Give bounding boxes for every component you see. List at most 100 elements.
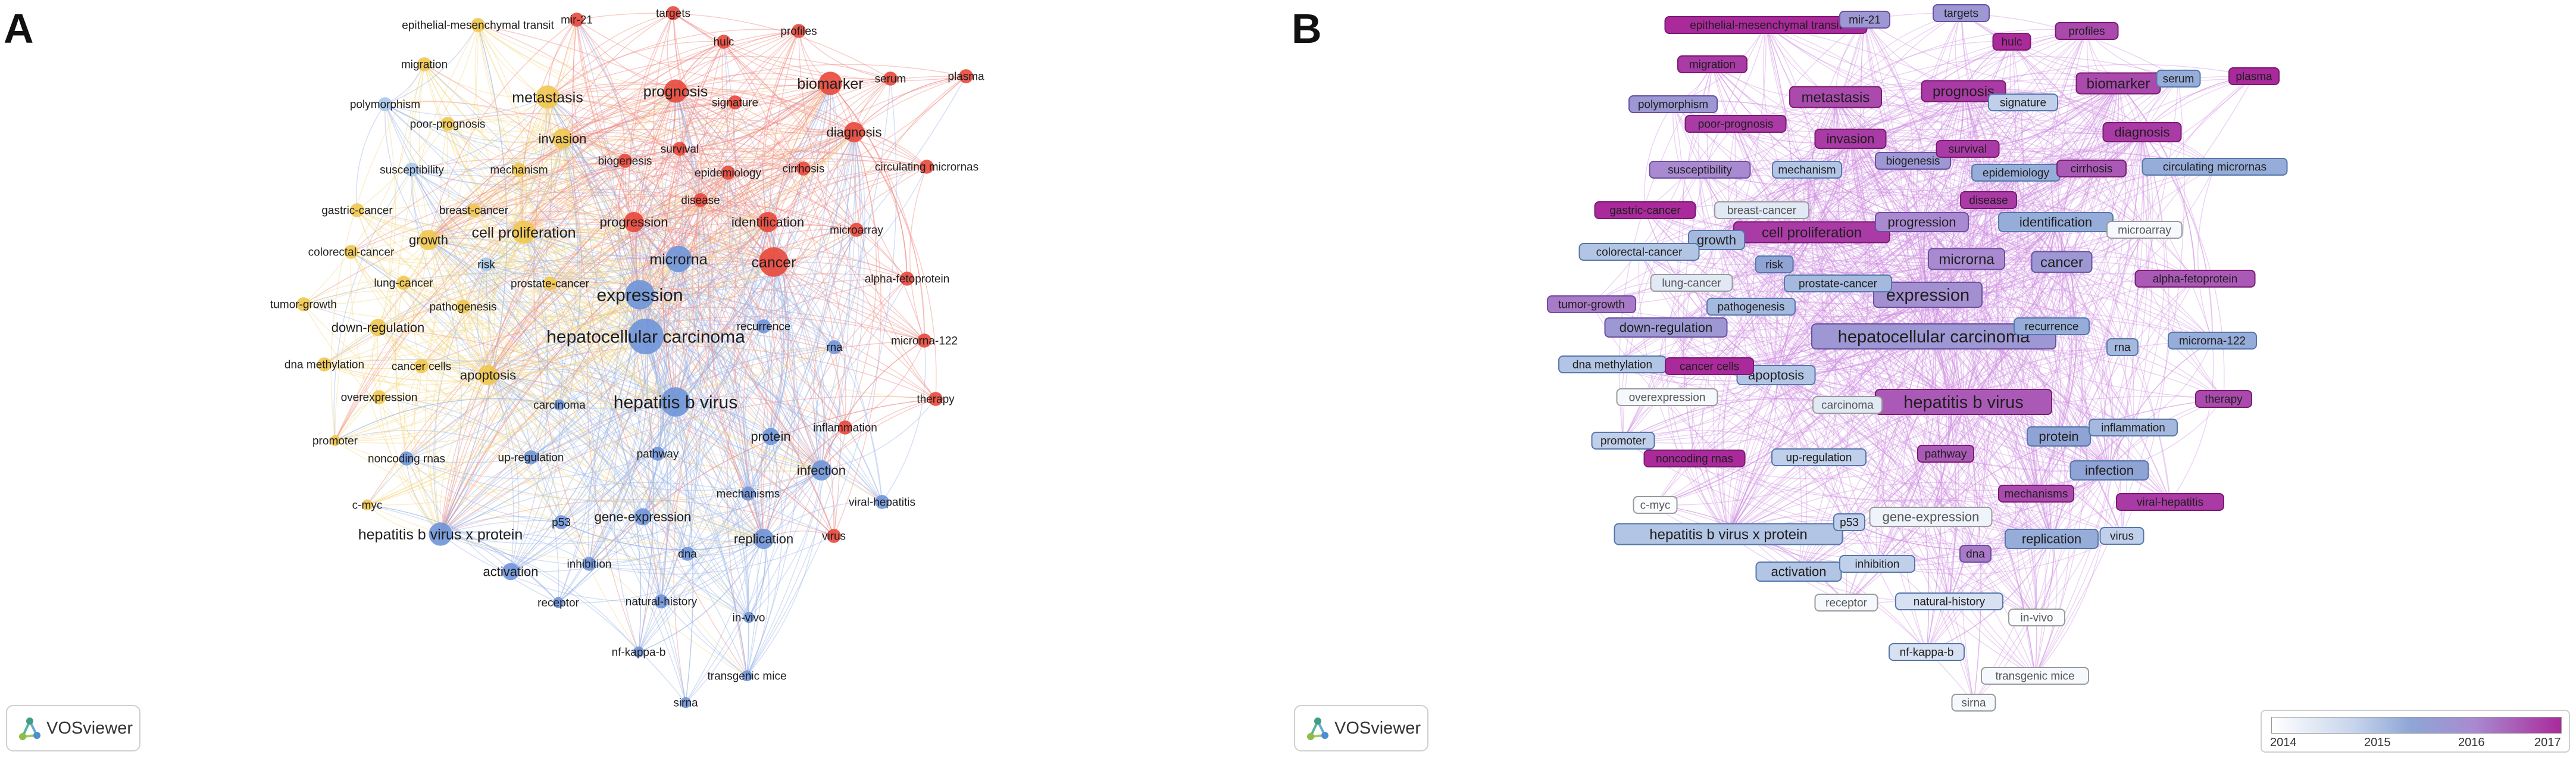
keyword-node [570, 13, 584, 27]
cooccurrence-link [1850, 138, 2134, 428]
keyword-label: pathogenesis [429, 301, 496, 314]
cooccurrence-link [547, 96, 693, 703]
cooccurrence-link [589, 41, 729, 564]
cooccurrence-link [773, 256, 908, 279]
cooccurrence-link [661, 78, 891, 602]
cooccurrence-link [477, 24, 855, 135]
legend-tick: 2016 [2458, 736, 2485, 749]
cooccurrence-link [1963, 401, 2052, 539]
cooccurrence-link [1949, 470, 2110, 602]
keyword-label-box: virus [2099, 527, 2144, 545]
cooccurrence-link [549, 282, 936, 400]
cooccurrence-link [1775, 160, 1914, 376]
cooccurrence-link [675, 88, 855, 133]
cooccurrence-link [462, 306, 562, 523]
cooccurrence-link [633, 222, 665, 517]
cooccurrence-link [487, 132, 855, 376]
keyword-box [2056, 160, 2127, 177]
cooccurrence-link [424, 64, 634, 223]
cooccurrence-link [411, 160, 626, 185]
cooccurrence-link [617, 160, 646, 337]
cooccurrence-link [1692, 366, 1710, 459]
cooccurrence-link [440, 294, 640, 535]
keyword-node [762, 428, 780, 445]
cooccurrence-link [773, 261, 925, 341]
cooccurrence-link [634, 91, 676, 295]
keyword-node [512, 163, 526, 177]
cooccurrence-link [562, 132, 680, 149]
keyword-label-box: transgenic mice [1981, 667, 2089, 685]
cooccurrence-link [412, 239, 429, 367]
cooccurrence-link [486, 258, 679, 280]
cooccurrence-link [709, 172, 764, 539]
keyword-box [1992, 33, 2031, 51]
keyword-label: prostate-cancer [1799, 278, 1878, 291]
cooccurrence-link [727, 83, 831, 173]
cooccurrence-link [2142, 132, 2196, 279]
cooccurrence-link [510, 258, 679, 572]
keyword-box [1814, 129, 1887, 149]
cooccurrence-link [429, 306, 464, 535]
keyword-node [693, 193, 708, 207]
cooccurrence-link [1967, 148, 2062, 263]
keyword-node [552, 597, 564, 609]
cooccurrence-link [549, 132, 855, 284]
keyword-label: progression [1888, 215, 1956, 230]
keyword-box [1839, 555, 1915, 573]
cooccurrence-link [1850, 13, 1962, 139]
cooccurrence-link [530, 258, 679, 458]
cooccurrence-link [639, 293, 835, 348]
cooccurrence-link [351, 251, 662, 602]
cooccurrence-link [487, 102, 736, 376]
cooccurrence-link [1850, 64, 2255, 139]
cooccurrence-link [1775, 91, 1964, 376]
cooccurrence-link [462, 306, 676, 403]
cooccurrence-link [834, 132, 865, 348]
cooccurrence-link [421, 366, 658, 454]
cooccurrence-link [721, 41, 768, 223]
keyword-label: nf-kappa-b [612, 647, 666, 659]
keyword-label: promoter [312, 435, 358, 448]
cooccurrence-link [440, 516, 562, 535]
cooccurrence-link [351, 251, 562, 523]
cooccurrence-link [324, 83, 831, 365]
cooccurrence-link [384, 104, 676, 403]
keyword-label: replication [2022, 532, 2081, 547]
cooccurrence-link [546, 96, 688, 554]
cooccurrence-link [303, 291, 464, 307]
cooccurrence-link [334, 102, 736, 441]
cooccurrence-link [763, 278, 908, 539]
cooccurrence-link [562, 91, 676, 139]
cooccurrence-link [675, 222, 768, 403]
keyword-label-box: gastric-cancer [1594, 201, 1696, 219]
keyword-box [1628, 95, 1718, 113]
keyword-node [396, 276, 411, 290]
year-gradient-bar [2271, 717, 2562, 734]
cooccurrence-link [645, 324, 835, 348]
cooccurrence-link [624, 148, 804, 169]
cooccurrence-link [547, 96, 634, 223]
cooccurrence-link [477, 24, 676, 403]
cooccurrence-link [303, 304, 562, 523]
keyword-label: rna [2114, 342, 2131, 354]
cooccurrence-link [639, 260, 774, 295]
cooccurrence-link [2036, 261, 2072, 494]
keyword-label: breast-cancer [439, 205, 509, 217]
cooccurrence-link [351, 222, 634, 266]
keyword-box [1784, 274, 1892, 292]
cooccurrence-link [1622, 261, 2062, 441]
cooccurrence-link [748, 470, 822, 618]
keyword-box [1812, 396, 1883, 414]
cooccurrence-link [377, 138, 563, 328]
keyword-label: dna [678, 548, 697, 561]
cooccurrence-link [639, 91, 681, 295]
keyword-box [2031, 251, 2093, 273]
keyword-box [2106, 221, 2183, 239]
cooccurrence-link [487, 294, 640, 376]
cooccurrence-link [1802, 169, 1927, 653]
keyword-box [1895, 592, 2003, 610]
cooccurrence-link [1975, 261, 2064, 554]
cooccurrence-link [547, 96, 729, 173]
keyword-label: carcinoma [1821, 400, 1874, 412]
cooccurrence-link [403, 282, 489, 376]
